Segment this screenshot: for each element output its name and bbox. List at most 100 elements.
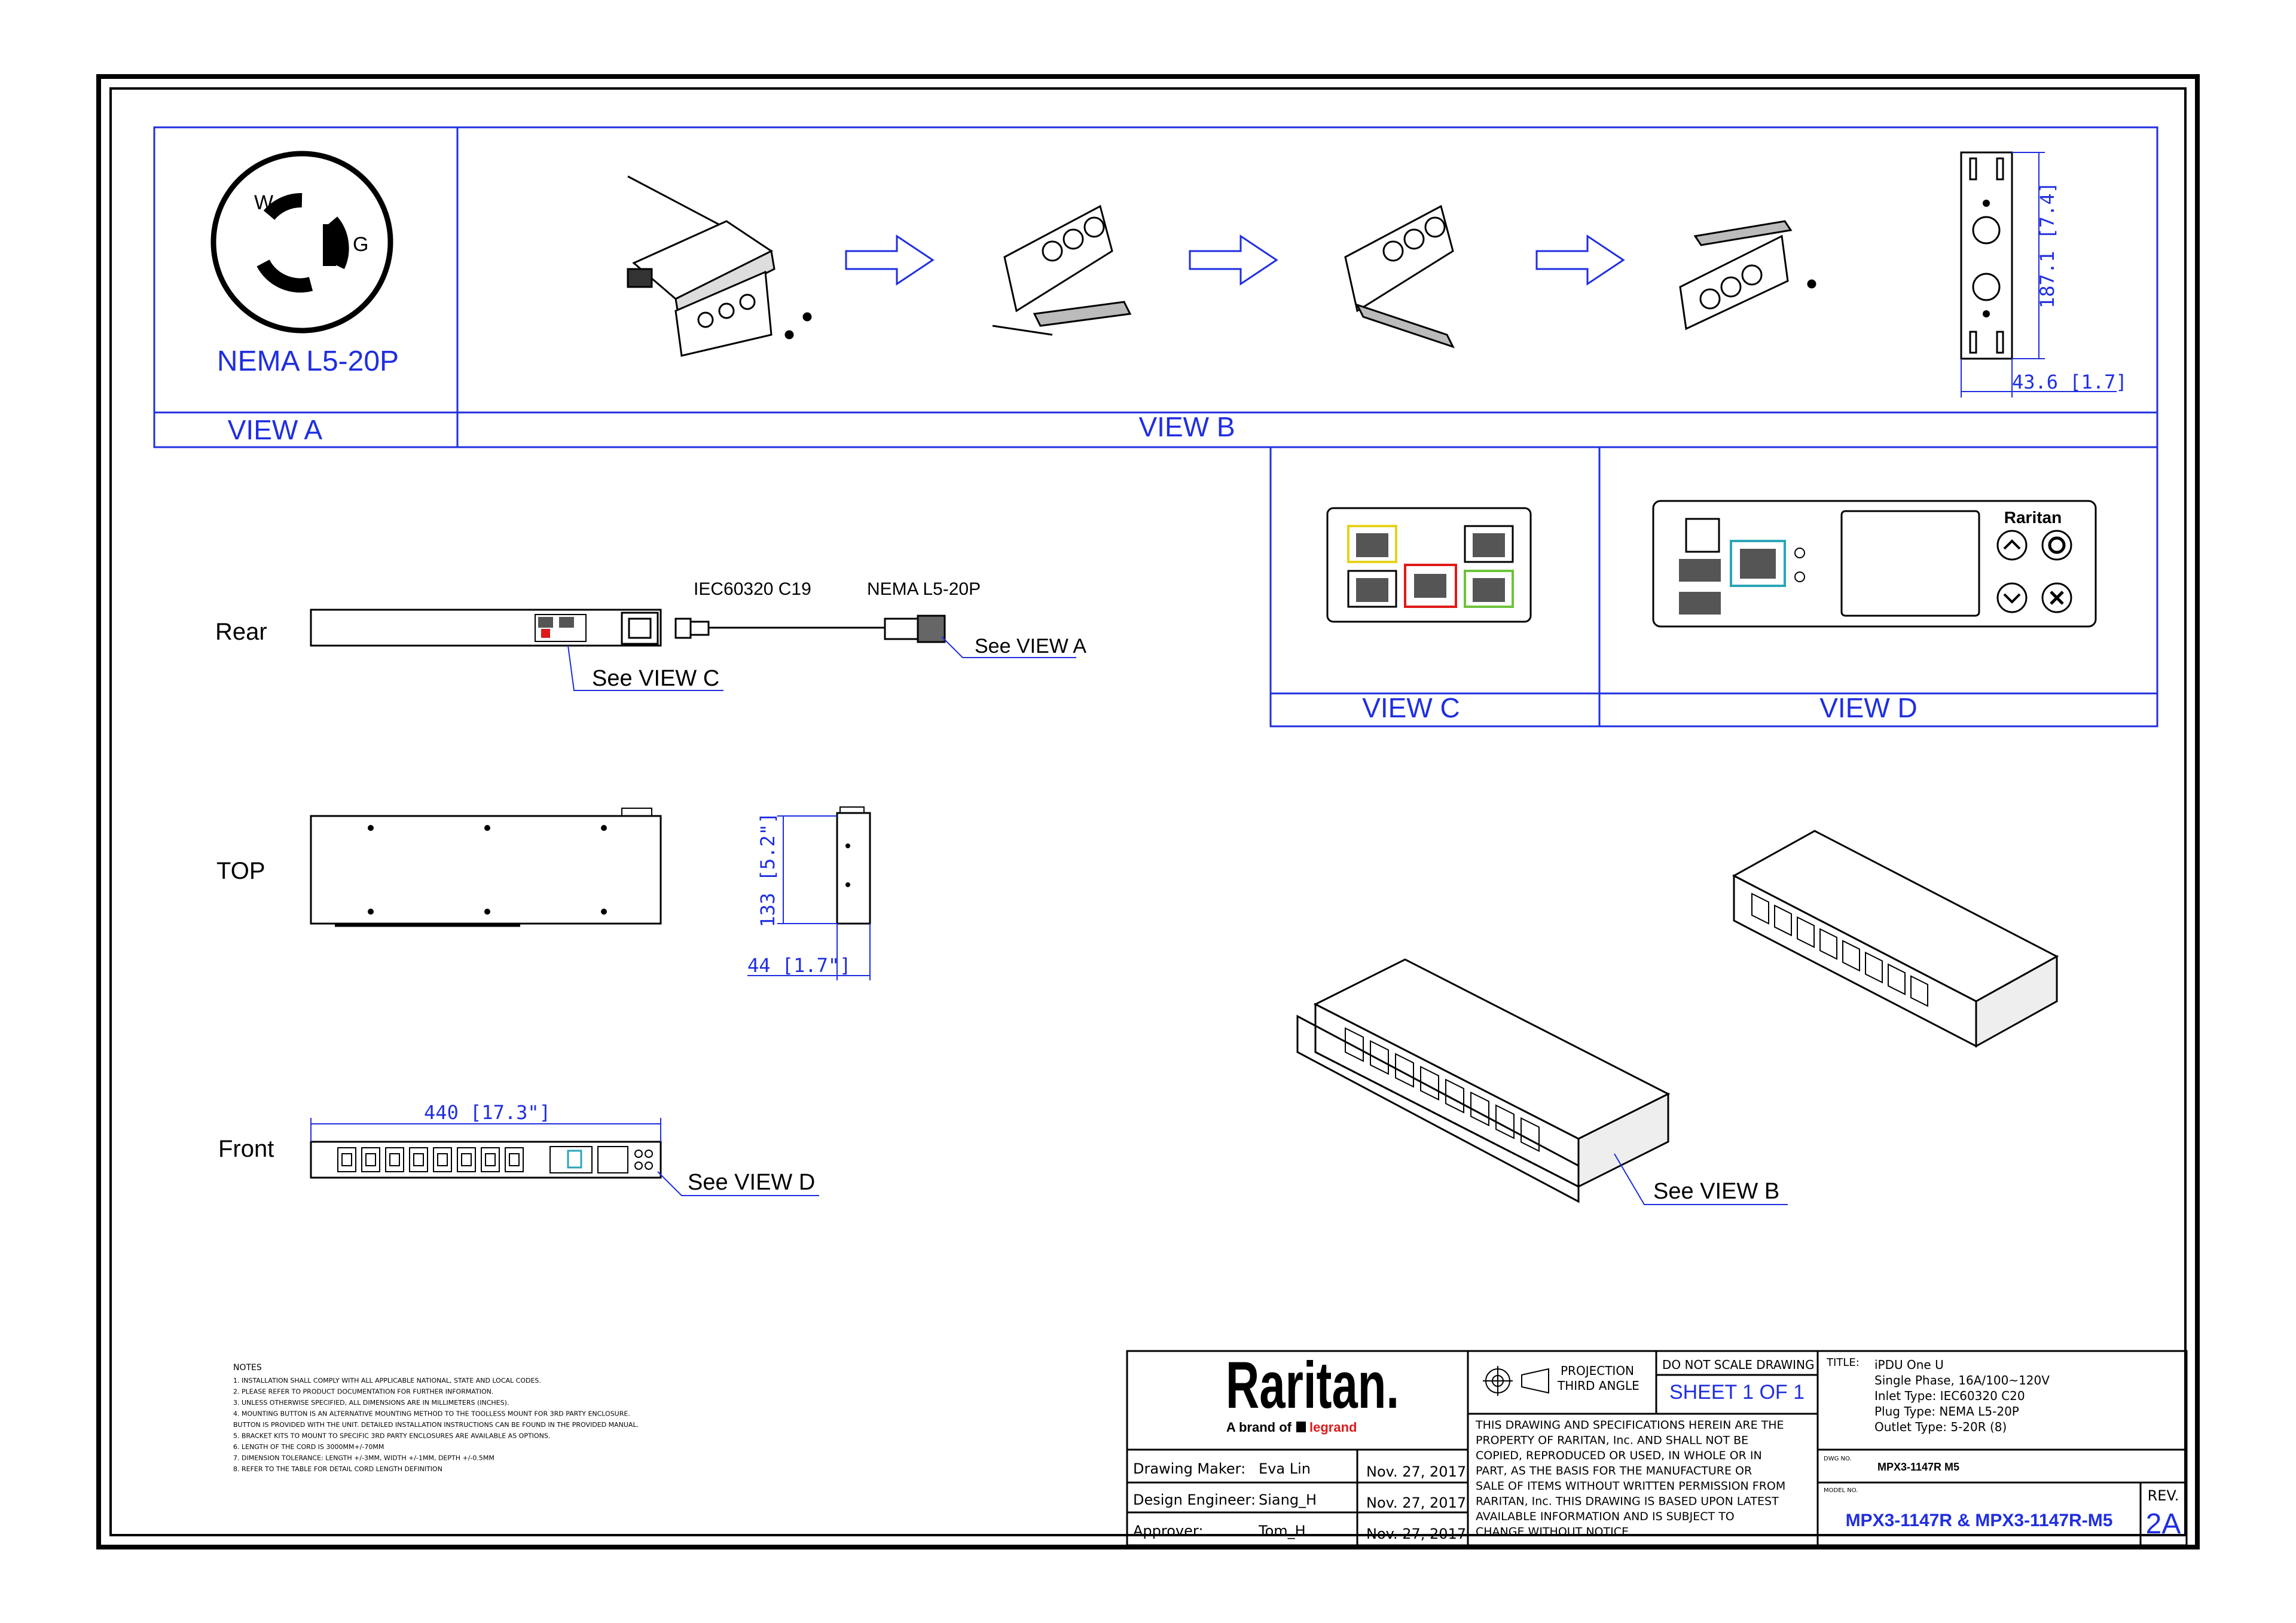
iso-outlet [1395,1053,1414,1088]
iso-small-outlets [1751,893,1928,1007]
view-cd-panel [1269,446,2158,728]
front-outlet-inner [437,1153,448,1166]
pin-g-label: G [353,233,368,256]
bracket-step-3 [1344,204,1455,349]
tb-date: Nov. 27, 2017 [1366,1494,1466,1511]
arrow-2 [1189,234,1278,286]
side-width-dim: 44 [1.7"] [747,954,851,977]
iso-outlet [1420,1065,1439,1101]
side-height-dim: 133 [5.2"] [756,812,779,928]
note-line: 5. BRACKET KITS TO MOUNT TO SPECIFIC 3RD… [233,1432,550,1440]
power-cord [674,615,946,643]
tb-name: Eva Lin [1259,1460,1311,1477]
front-outlet-inner [509,1153,520,1166]
see-view-a: See VIEW A [975,635,1086,658]
plug-label: NEMA L5-20P [867,579,981,599]
view-d-panel-face [1652,500,2097,628]
notes-block: NOTES 1. INSTALLATION SHALL COMPLY WITH … [233,1363,639,1473]
logo-legrand: legrand [1309,1420,1357,1435]
pin-w-label: W [254,191,273,214]
disclaimer-line: SALE OF ITEMS WITHOUT WRITTEN PERMISSION… [1476,1480,1785,1493]
iso-outlet [1521,1117,1540,1153]
view-d-label: VIEW D [1819,692,1918,723]
front-outlet [361,1147,380,1172]
top-unit [310,808,662,927]
nema-plug-face: W G [210,151,393,334]
view-ab-panel [153,126,2158,448]
see-view-b-leader [1614,1153,1788,1205]
logo-sub: A brand of [1226,1420,1292,1435]
iso-outlet [1495,1104,1515,1139]
front-outlet-inner [341,1153,352,1166]
front-outlet [481,1147,500,1172]
rev-label: REV. [2148,1487,2179,1504]
arrow-1 [845,234,935,286]
title-line: Plug Type: NEMA L5-20P [1874,1404,2019,1419]
note-line: BUTTON IS PROVIDED WITH THE UNIT. DETAIL… [233,1421,639,1429]
tb-role: Design Engineer: [1133,1491,1256,1508]
arrow-3 [1535,234,1625,286]
top-label: TOP [216,858,265,884]
tb-name: Tom_H [1258,1523,1306,1539]
dwg-no-label: DWG NO. [1824,1456,1852,1462]
title-line: Single Phase, 16A/100~120V [1874,1373,2050,1387]
bracket-step-1 [627,175,812,357]
model-no: MPX3-1147R & MPX3-1147R-M5 [1846,1511,2113,1530]
title-label: TITLE: [1826,1356,1860,1369]
see-view-c: See VIEW C [592,666,719,691]
front-unit [310,1118,819,1196]
projection-2: THIRD ANGLE [1557,1379,1639,1393]
note-line: 1. INSTALLATION SHALL COMPLY WITH ALL AP… [233,1377,541,1384]
front-outlet [385,1147,404,1172]
title-line: iPDU One U [1874,1358,1944,1372]
front-label: Front [218,1136,274,1162]
notes-title: NOTES [233,1363,262,1373]
iso-outlet [1819,928,1837,960]
front-width-dim: 440 [17.3"] [424,1101,551,1124]
projection-symbol [1483,1366,1549,1396]
inner-frame [109,87,2187,1536]
view-a-label: VIEW A [228,414,323,445]
note-line: 7. DIMENSION TOLERANCE: LENGTH +/-3MM, W… [233,1454,494,1462]
front-outlet [505,1147,524,1172]
front-outlet [409,1147,428,1172]
iso-outlet [1370,1040,1389,1075]
note-line: 4. MOUNTING BUTTON IS AN ALTERNATIVE MOU… [233,1410,630,1418]
note-line: 2. PLEASE REFER TO PRODUCT DOCUMENTATION… [233,1388,493,1396]
note-line: 3. UNLESS OTHERWISE SPECIFIED, ALL DIMEN… [233,1399,509,1407]
do-not-scale: DO NOT SCALE DRAWING [1662,1358,1814,1372]
dwg-no: MPX3-1147R M5 [1877,1461,1959,1473]
rear-unit [310,609,662,647]
disclaimer-line: THIS DRAWING AND SPECIFICATIONS HEREIN A… [1475,1419,1784,1432]
bracket-front-view [1960,151,2117,398]
front-outlet-inner [413,1153,424,1166]
view-c-ports [1326,507,1532,623]
model-label: MODEL NO. [1824,1487,1858,1494]
rear-leaders [567,636,1076,691]
plug-name-label: NEMA L5-20P [217,346,399,377]
view-b-label: VIEW B [1138,411,1235,442]
view-c-label: VIEW C [1362,692,1460,723]
tb-date: Nov. 27, 2017 [1366,1526,1466,1542]
see-view-b: See VIEW B [1653,1179,1779,1204]
front-outlet [433,1147,452,1172]
iso-large-outlets [1345,1027,1540,1153]
outer-frame [96,74,2200,1549]
bracket-step-2 [992,204,1132,336]
title-line: Inlet Type: IEC60320 C20 [1874,1389,2025,1403]
disclaimer-line: CHANGE WITHOUT NOTICE. [1476,1526,1632,1539]
inlet-label: IEC60320 C19 [694,579,811,599]
title-block [1126,1350,2188,1546]
disclaimer-line: RARITAN, Inc. THIS DRAWING IS BASED UPON… [1476,1495,1779,1508]
iso-outlet [1345,1027,1364,1062]
disclaimer-line: PART, AS THE BASIS FOR THE MANUFACTURE O… [1476,1465,1752,1478]
front-outlet [457,1147,476,1172]
tb-date: Nov. 27, 2017 [1366,1463,1466,1480]
title-line: Outlet Type: 5-20R (8) [1874,1420,2007,1434]
see-view-d: See VIEW D [688,1170,815,1195]
iso-outlet [1797,916,1815,949]
front-outlet-inner [461,1153,472,1166]
rear-label: Rear [215,619,267,645]
bracket-height-dim: 187.1 [7.4] [2036,182,2059,308]
